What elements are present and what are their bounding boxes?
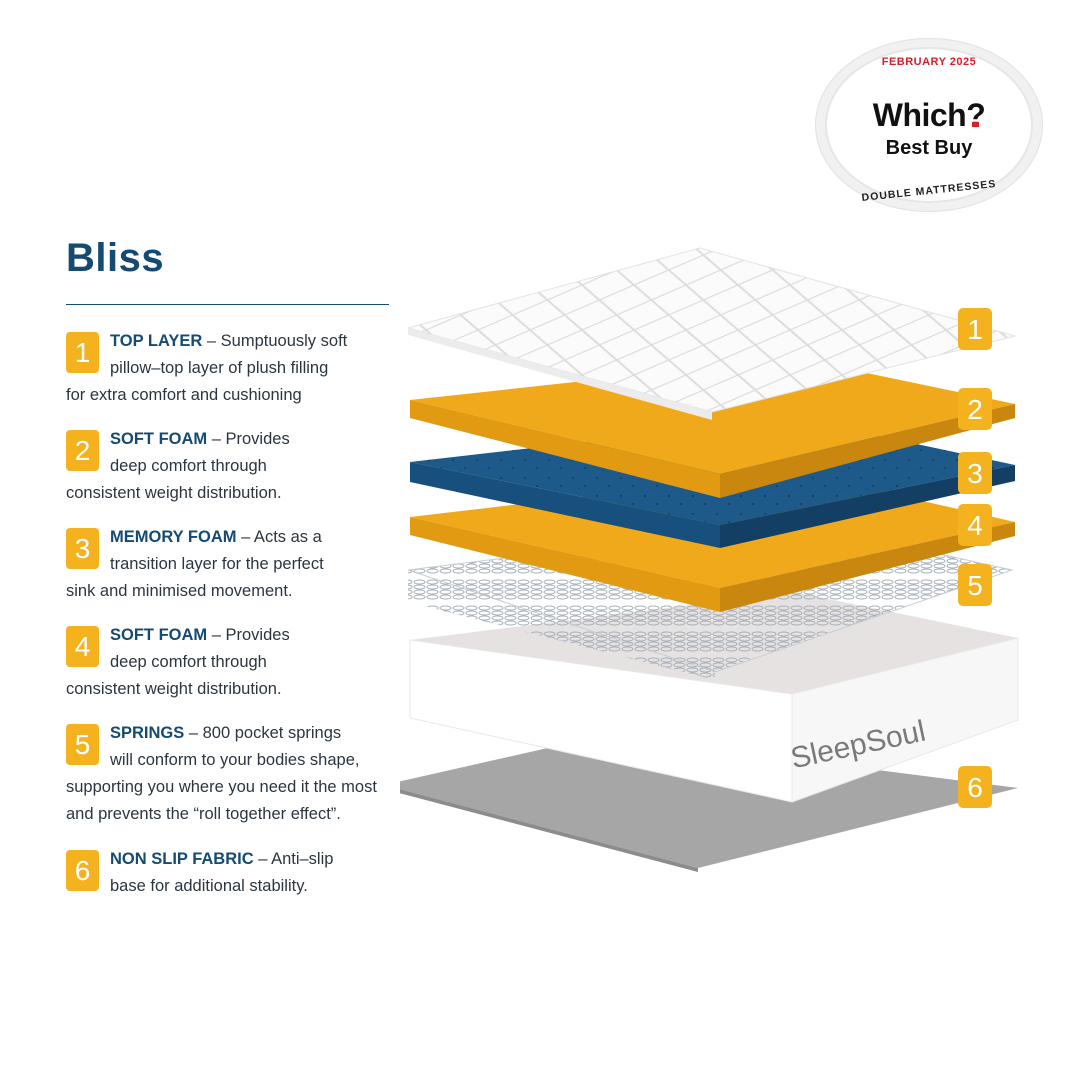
feature-line-1: NON SLIP FABRIC – Anti–slip (66, 846, 396, 873)
layer-label-5: 5 (958, 564, 992, 606)
title-divider (66, 304, 389, 305)
feature-text: – Acts as a (236, 528, 322, 546)
layer-label-6: 6 (958, 766, 992, 808)
feature-line-4: and prevents the “roll together effect”. (66, 805, 341, 823)
feature-item: 1 TOP LAYER – Sumptuously soft pillow–to… (66, 328, 396, 409)
feature-line-3: sink and minimised movement. (66, 582, 293, 600)
product-title: Bliss (66, 236, 165, 280)
feature-keyword: SOFT FOAM (110, 430, 208, 448)
layer-label-1: 1 (958, 308, 992, 350)
feature-item: 5 SPRINGS – 800 pocket springs will conf… (66, 720, 396, 828)
layer-label-2: 2 (958, 388, 992, 430)
feature-keyword: SOFT FOAM (110, 626, 208, 644)
feature-number-badge: 4 (66, 626, 99, 667)
badge-brand: Which? (827, 97, 1031, 134)
badge-award: Best Buy (885, 137, 973, 159)
feature-number-badge: 1 (66, 332, 99, 373)
feature-line-3: for extra comfort and cushioning (66, 386, 302, 404)
feature-line-2: base for additional stability. (110, 877, 308, 895)
feature-number-badge: 2 (66, 430, 99, 471)
feature-keyword: SPRINGS (110, 724, 185, 742)
badge-inner: FEBRUARY 2025 Which? Best Buy DOUBLE MAT… (825, 47, 1033, 204)
feature-line-1: SOFT FOAM – Provides (66, 622, 396, 649)
feature-item: 6 NON SLIP FABRIC – Anti–slip base for a… (66, 846, 396, 900)
feature-line-2: deep comfort through (110, 457, 267, 475)
feature-line-1: TOP LAYER – Sumptuously soft (66, 328, 396, 355)
feature-number-badge: 3 (66, 528, 99, 569)
feature-line-1: SOFT FOAM – Provides (66, 426, 396, 453)
feature-keyword: NON SLIP FABRIC (110, 850, 254, 868)
feature-item: 3 MEMORY FOAM – Acts as a transition lay… (66, 524, 396, 605)
mattress-layers-svg: SleepSoul (384, 247, 1019, 872)
badge-brand-mark: ? (966, 97, 986, 133)
feature-text: – Provides (207, 626, 290, 644)
feature-line-3: supporting you where you need it the mos… (66, 778, 377, 796)
feature-line-3: consistent weight distribution. (66, 680, 282, 698)
badge-brand-text: Which (872, 97, 967, 133)
feature-item: 4 SOFT FOAM – Provides deep comfort thro… (66, 622, 396, 703)
feature-item: 2 SOFT FOAM – Provides deep comfort thro… (66, 426, 396, 507)
feature-number-badge: 6 (66, 850, 99, 891)
layer-2-soft-foam (410, 358, 1015, 498)
feature-line-2: will conform to your bodies shape, (110, 751, 360, 769)
layer-1-top-layer (406, 247, 1017, 420)
feature-line-2: deep comfort through (110, 653, 267, 671)
layer-label-4: 4 (958, 504, 992, 546)
feature-line-1: SPRINGS – 800 pocket springs (66, 720, 396, 747)
feature-number-badge: 5 (66, 724, 99, 765)
feature-keyword: MEMORY FOAM (110, 528, 237, 546)
badge-date: FEBRUARY 2025 (881, 56, 977, 68)
layer-label-3: 3 (958, 452, 992, 494)
feature-line-1: MEMORY FOAM – Acts as a (66, 524, 396, 551)
mattress-layers-illustration: SleepSoul (384, 240, 1040, 880)
feature-text: – Anti–slip (253, 850, 334, 868)
feature-line-3: consistent weight distribution. (66, 484, 282, 502)
feature-keyword: TOP LAYER (110, 332, 203, 350)
feature-line-2: transition layer for the perfect (110, 555, 324, 573)
feature-text: – 800 pocket springs (184, 724, 342, 742)
feature-text: – Sumptuously soft (202, 332, 348, 350)
feature-line-2: pillow–top layer of plush filling (110, 359, 329, 377)
feature-text: – Provides (207, 430, 290, 448)
which-best-buy-badge: FEBRUARY 2025 Which? Best Buy DOUBLE MAT… (815, 38, 1043, 212)
